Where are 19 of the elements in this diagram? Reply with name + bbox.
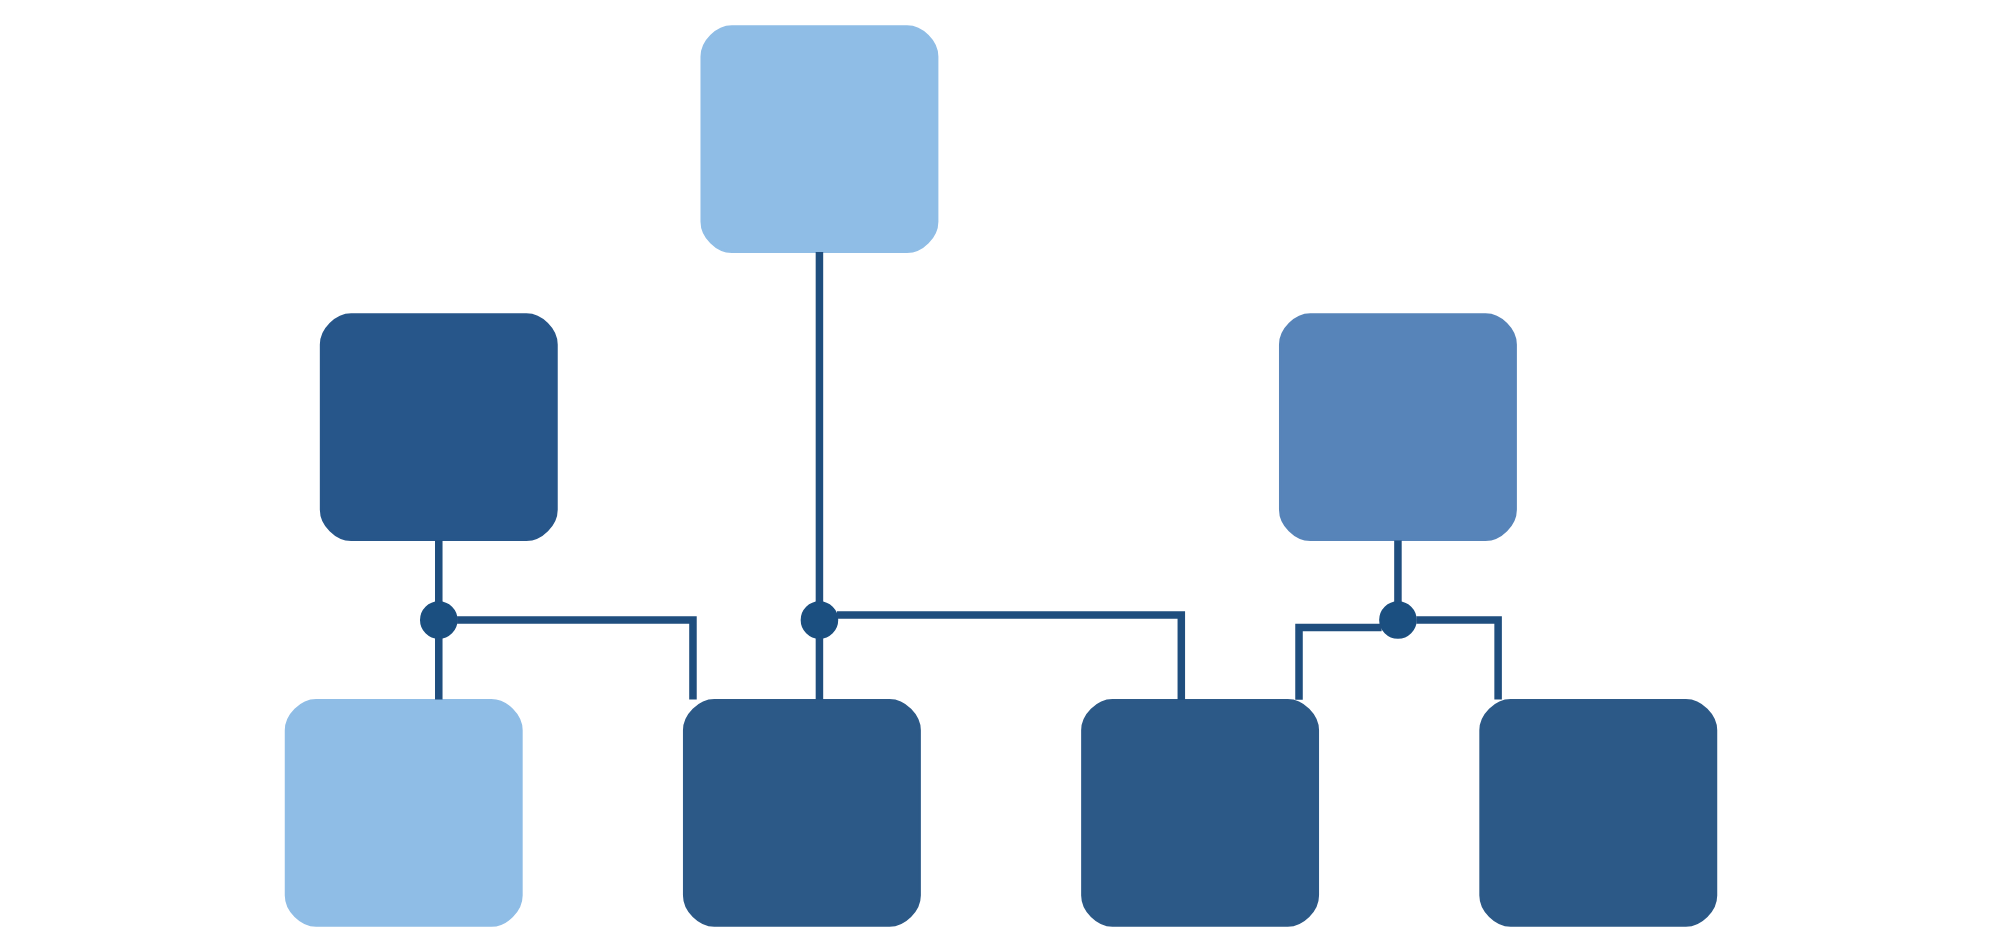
connector [814, 251, 823, 603]
connector [835, 611, 1185, 701]
node-circle [799, 601, 838, 639]
node-box [283, 698, 522, 927]
node-box [1278, 313, 1516, 542]
node-box [699, 25, 938, 254]
connector [456, 616, 696, 700]
node-circle [1378, 601, 1416, 639]
connector [434, 540, 442, 603]
node-box [1478, 698, 1717, 927]
connector [1294, 623, 1381, 700]
connector [814, 637, 823, 700]
connector [1415, 616, 1501, 700]
connector [1393, 540, 1401, 603]
node-box [681, 698, 920, 927]
node-circle [419, 601, 457, 639]
node-box [318, 313, 557, 542]
connector [434, 637, 442, 700]
node-box [1080, 698, 1319, 927]
